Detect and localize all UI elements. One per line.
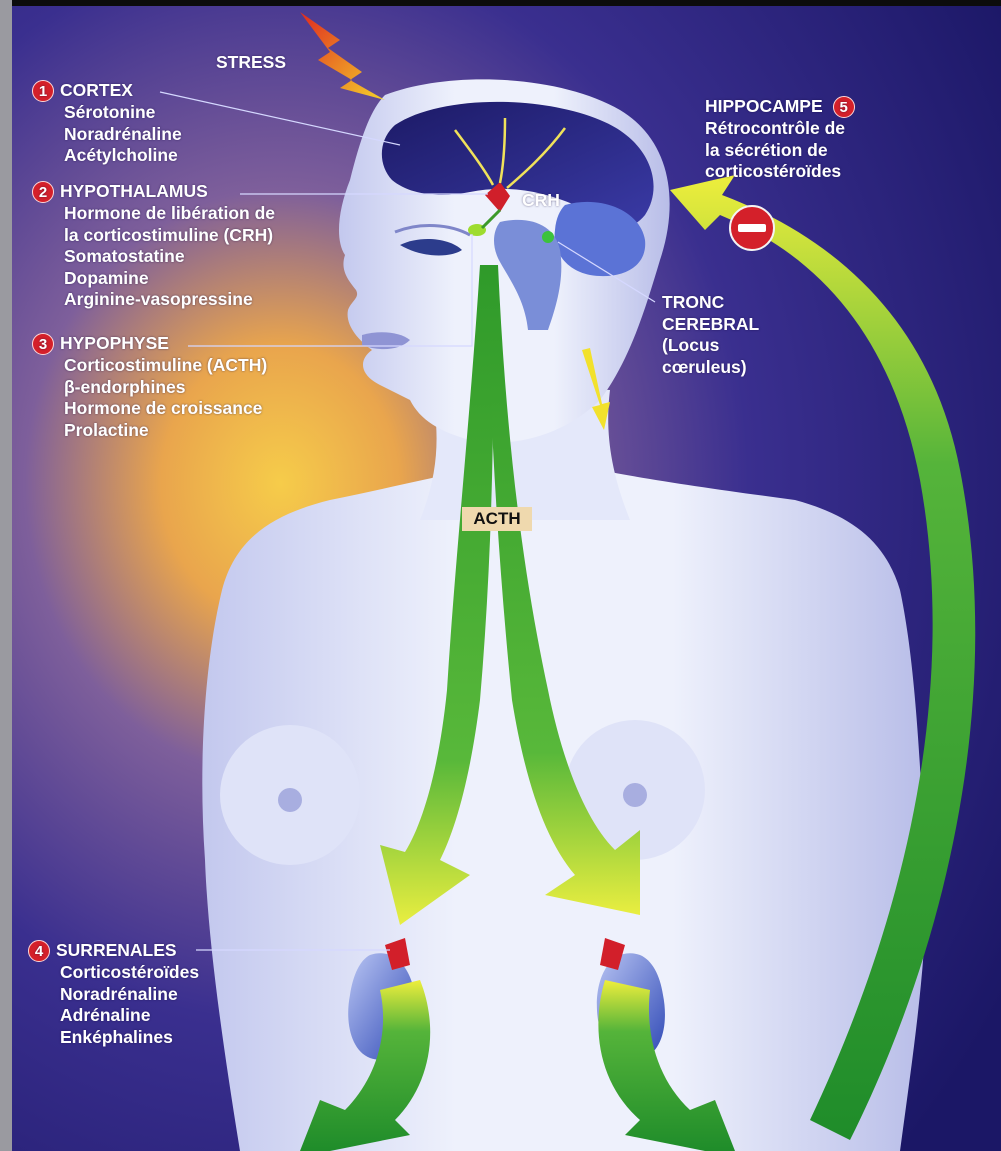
acth-tag: ACTH <box>462 507 532 531</box>
surrenales-number-badge: 4 <box>28 940 50 962</box>
crh-label: CRH <box>522 190 560 211</box>
cortex-title: CORTEX <box>60 80 133 102</box>
left-nipple <box>278 788 302 812</box>
hypothalamus-number-badge: 2 <box>32 181 54 203</box>
hippocampe-item: corticostéroïdes <box>705 161 855 183</box>
surrenales-label: 4 SURRENALES Corticostéroïdes Noradrénali… <box>28 940 199 1048</box>
surrenales-item: Corticostéroïdes <box>60 962 199 984</box>
cortex-number-badge: 1 <box>32 80 54 102</box>
hypophyse-label: 3 HYPOPHYSE Corticostimuline (ACTH) β-end… <box>32 333 267 441</box>
hypothalamus-item: Somatostatine <box>64 246 275 268</box>
right-nipple <box>623 783 647 807</box>
surrenales-item: Enképhalines <box>60 1027 199 1049</box>
surrenales-item: Adrénaline <box>60 1005 199 1027</box>
hippocampe-item: Rétrocontrôle de <box>705 118 855 140</box>
hypothalamus-title: HYPOTHALAMUS <box>60 181 208 203</box>
cortex-item: Noradrénaline <box>64 124 182 146</box>
cortex-item: Sérotonine <box>64 102 182 124</box>
minus-bar <box>738 224 766 232</box>
tronc-item: CEREBRAL <box>662 314 759 336</box>
left-border <box>0 0 12 1151</box>
cortex-label: 1 CORTEX Sérotonine Noradrénaline Acétylc… <box>32 80 182 167</box>
hypophyse-item: β-endorphines <box>64 377 267 399</box>
cortex-item: Acétylcholine <box>64 145 182 167</box>
tronc-item: cœruleus) <box>662 357 759 379</box>
hypothalamus-label: 2 HYPOTHALAMUS Hormone de libération de l… <box>32 181 275 311</box>
hippocampe-item: la sécrétion de <box>705 140 855 162</box>
surrenales-title: SURRENALES <box>56 940 177 962</box>
hypothalamus-item: la corticostimuline (CRH) <box>64 225 275 247</box>
hippocampe-label: HIPPOCAMPE 5 Rétrocontrôle de la sécrétio… <box>705 96 855 183</box>
tronc-cerebral-label: TRONC CEREBRAL (Locus cœruleus) <box>662 292 759 378</box>
top-border <box>0 0 1001 6</box>
tronc-item: (Locus <box>662 335 759 357</box>
hypothalamus-item: Dopamine <box>64 268 275 290</box>
surrenales-item: Noradrénaline <box>60 984 199 1006</box>
hypothalamus-item: Hormone de libération de <box>64 203 275 225</box>
hypothalamus-item: Arginine-vasopressine <box>64 289 275 311</box>
hypophyse-number-badge: 3 <box>32 333 54 355</box>
hypophyse-item: Corticostimuline (ACTH) <box>64 355 267 377</box>
hypophyse-title: HYPOPHYSE <box>60 333 169 355</box>
tronc-item: TRONC <box>662 292 759 314</box>
hippocampe-number-badge: 5 <box>833 96 855 118</box>
hypophyse-item: Hormone de croissance <box>64 398 267 420</box>
hippocampe-title: HIPPOCAMPE <box>705 96 823 118</box>
hypophyse-item: Prolactine <box>64 420 267 442</box>
stress-label: STRESS <box>216 52 286 73</box>
locus-coeruleus <box>542 231 554 243</box>
